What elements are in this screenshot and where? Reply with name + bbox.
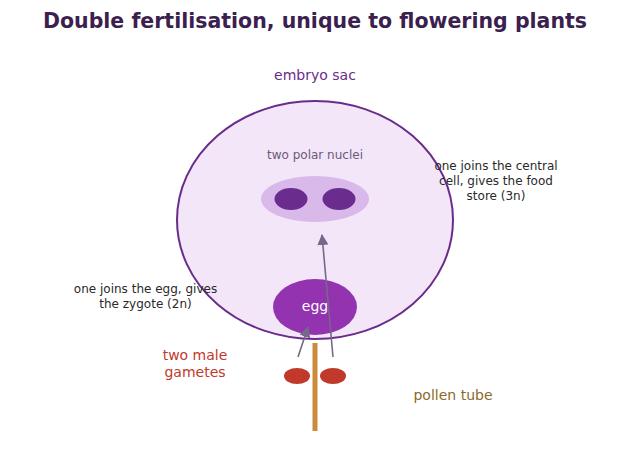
node-label: two polar nuclei — [231, 148, 399, 162]
male-gamete — [284, 368, 310, 384]
node-label: embryo sac — [156, 67, 474, 83]
pollen-tube — [313, 343, 318, 431]
gamete-label: two male gametes — [140, 347, 250, 381]
node-label: egg — [273, 298, 357, 314]
polar-nucleus — [323, 188, 356, 210]
polar-nuclei-ellipse — [261, 176, 369, 222]
polar-nuclei-outline — [261, 176, 369, 222]
egg-cell-ellipse — [273, 279, 357, 335]
leader-arrow — [322, 235, 333, 357]
embryo-sac: embryo sactwo polar nucleiegg — [176, 100, 454, 340]
polar-nucleus — [275, 188, 308, 210]
polar-nuclei: two polar nuclei — [261, 176, 369, 222]
pollen-tube-label: pollen tube — [393, 387, 513, 404]
embryo-sac-ellipse — [177, 101, 453, 339]
egg-cell: egg — [273, 279, 357, 335]
annotation-note: one joins the egg, gives the zygote (2n) — [70, 282, 221, 312]
male-gamete — [320, 368, 346, 384]
diagram-title: Double fertilisation, unique to flowerin… — [0, 9, 630, 33]
leader-arrow — [298, 327, 308, 357]
annotation-note: one joins the central cell, gives the fo… — [426, 159, 566, 204]
